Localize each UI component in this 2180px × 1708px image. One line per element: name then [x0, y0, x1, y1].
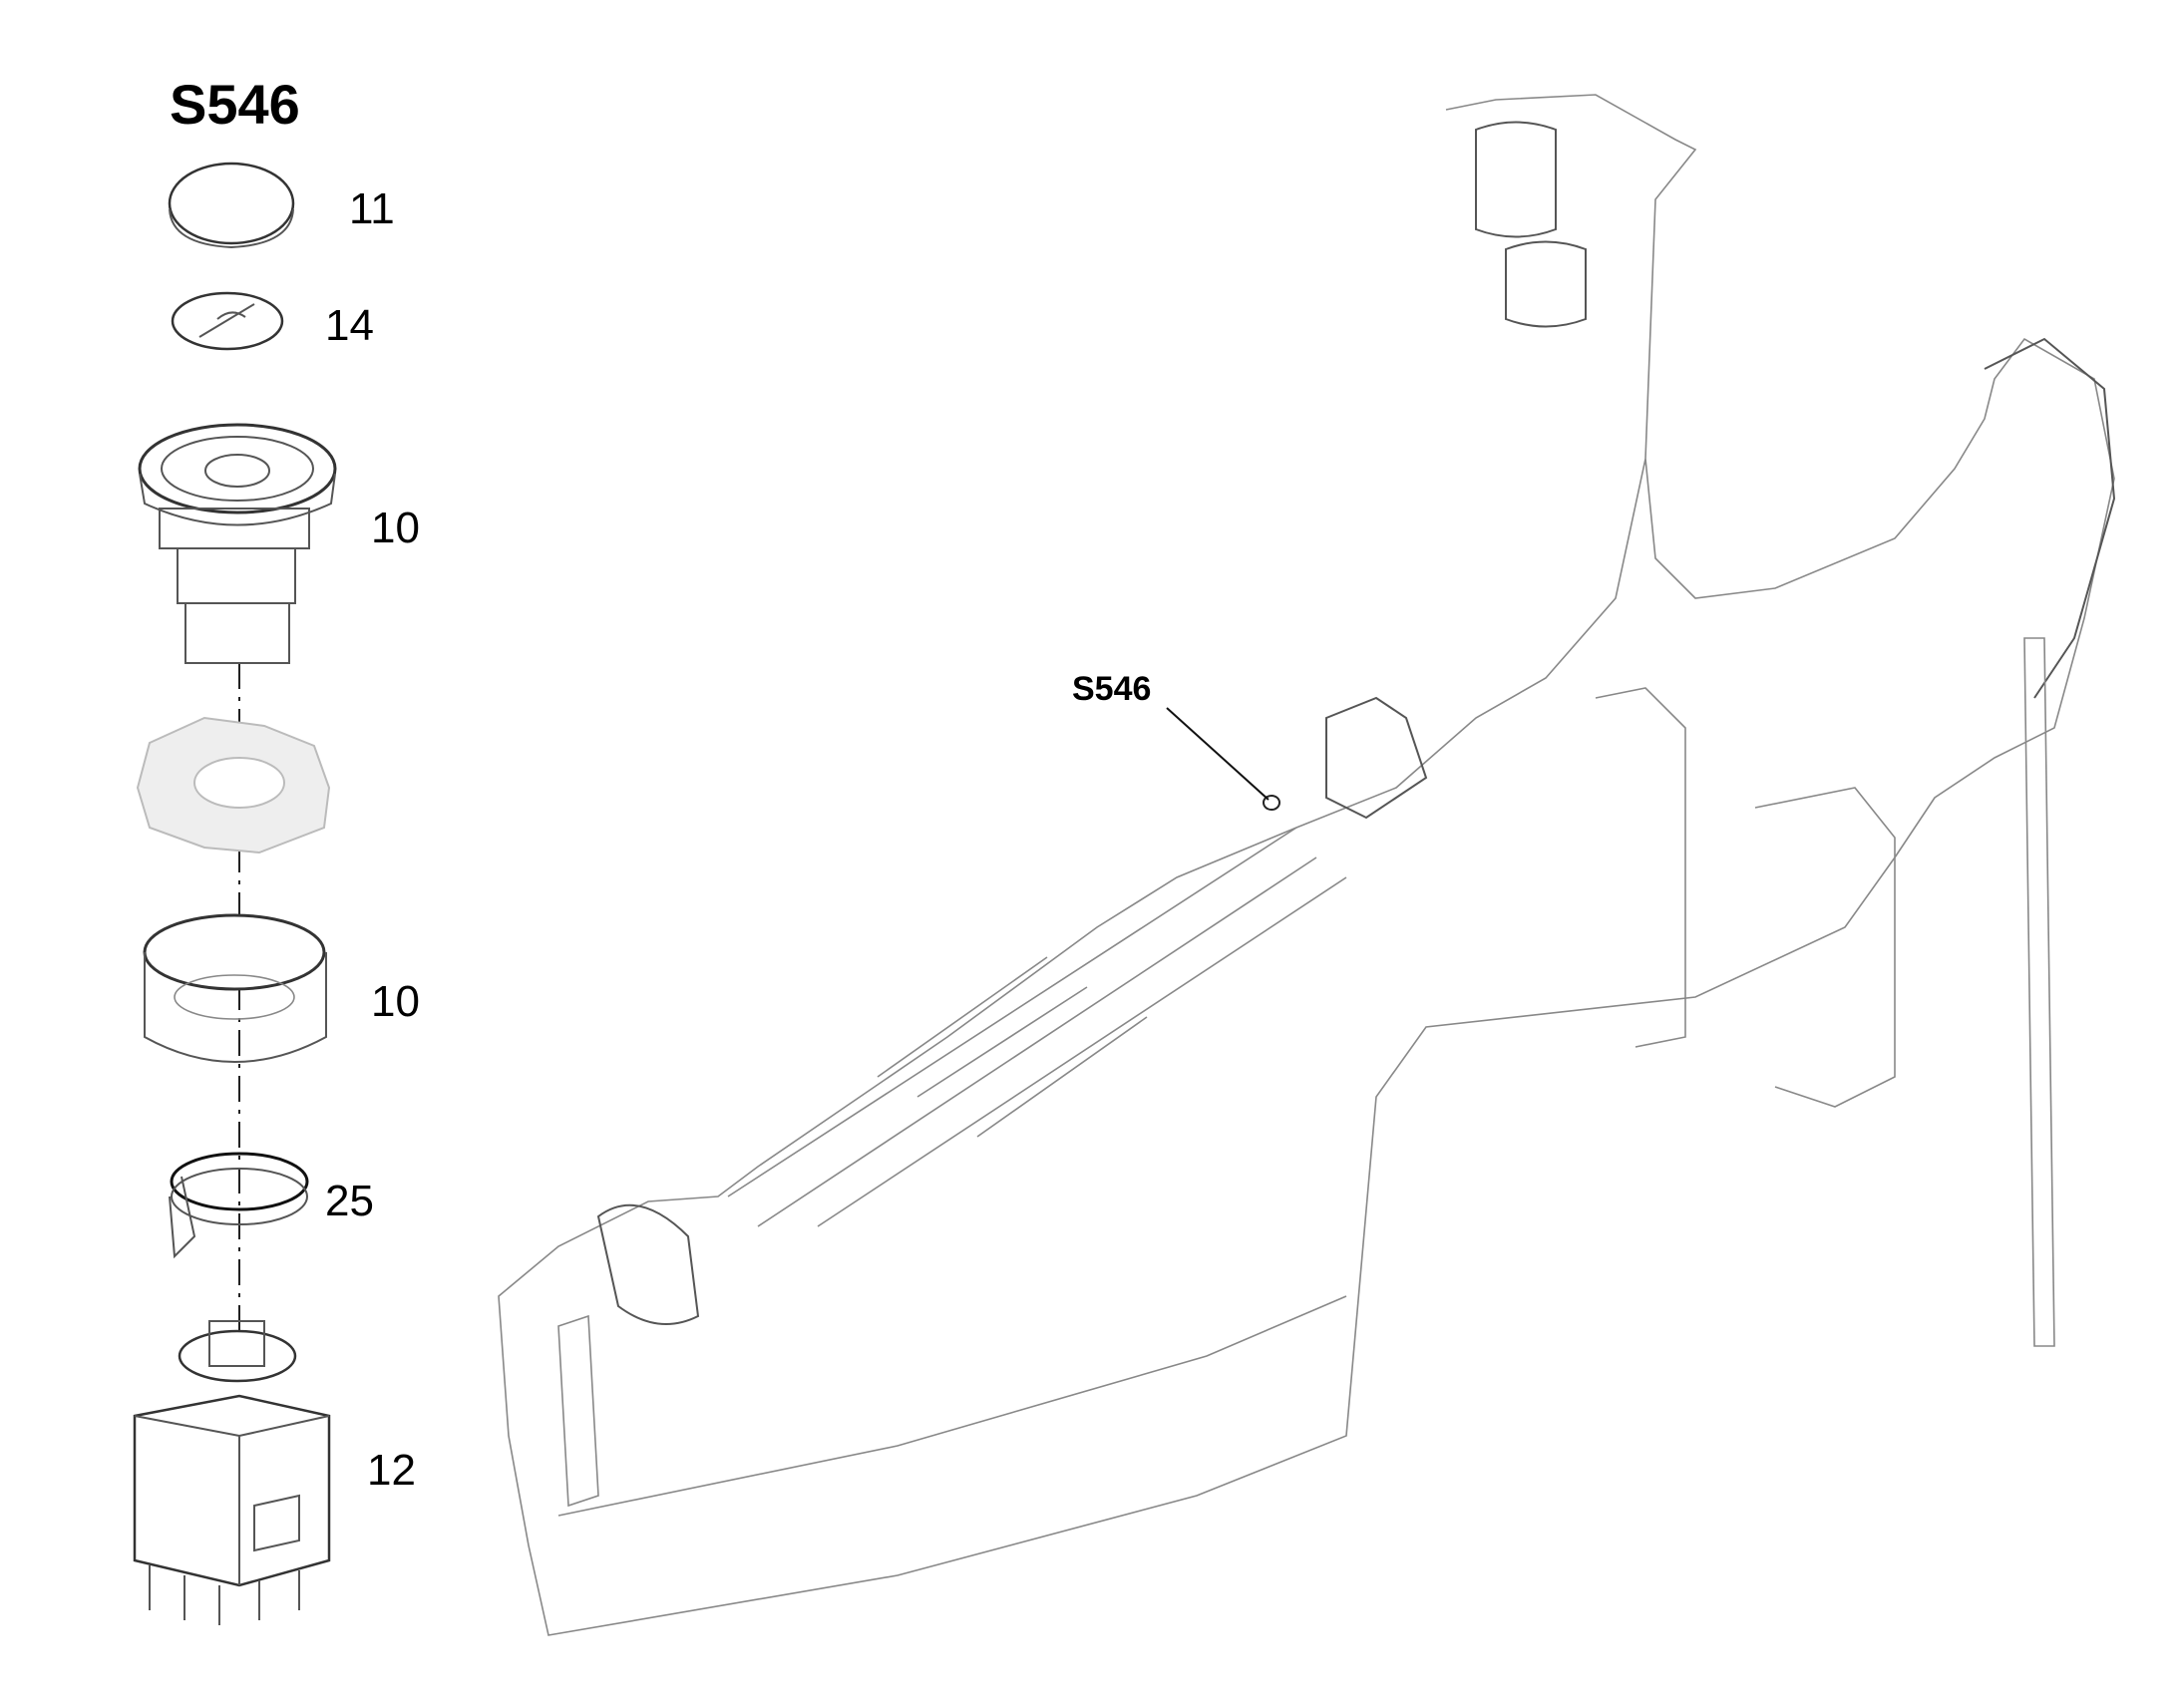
diagram-title: S546 [170, 73, 300, 136]
part-number-ring-collar: 10 [371, 977, 420, 1026]
callout-leader-line [1166, 707, 1270, 801]
part-number-button-actuator: 10 [371, 504, 420, 552]
lens-insert-part [171, 291, 284, 351]
vehicle-structure-drawing [498, 94, 2116, 1636]
location-callout-label: S546 [1072, 670, 1152, 708]
part-number-cap: 11 [349, 184, 395, 233]
gasket-ghost [136, 716, 331, 854]
switch-block-part [133, 1320, 331, 1625]
button-actuator-part [138, 423, 337, 664]
ring-collar-part [143, 913, 327, 1063]
part-number-lens-insert: 14 [325, 301, 374, 350]
part-number-switch-block: 12 [367, 1446, 416, 1495]
hose-clamp-part [169, 1152, 309, 1259]
cap-part [168, 162, 295, 249]
part-number-hose-clamp: 25 [325, 1177, 374, 1225]
